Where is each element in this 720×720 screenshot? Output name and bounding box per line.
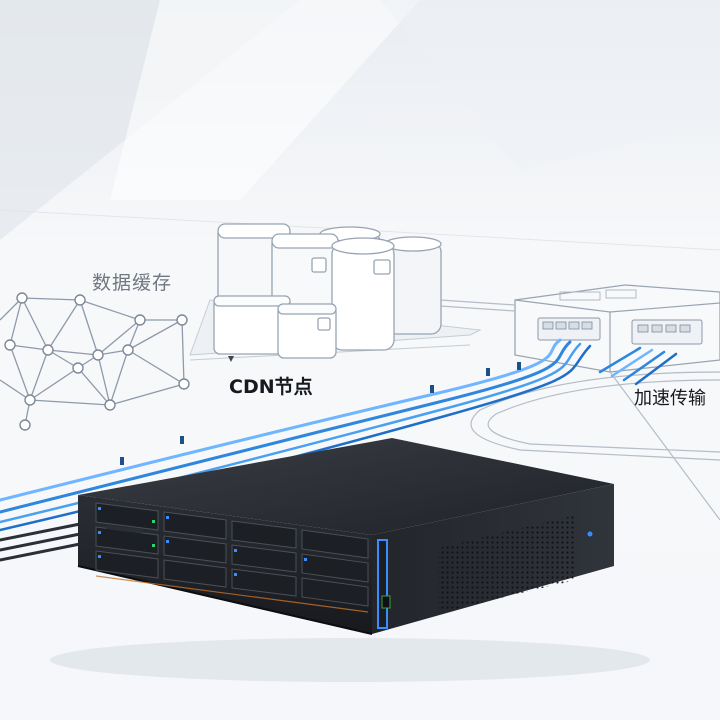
network-switch [514,284,720,373]
guide-lines [439,299,720,521]
cdn-node-label: CDN节点 [229,376,313,398]
cdn-storage-cluster [213,223,442,359]
drive-bays [95,502,369,613]
data-cache-label: 数据缓存 [92,272,173,294]
mesh-nodes [4,292,190,431]
rack-server [77,438,614,635]
acceleration-label: 加速传输 [634,388,706,409]
drive-bay [95,502,369,607]
